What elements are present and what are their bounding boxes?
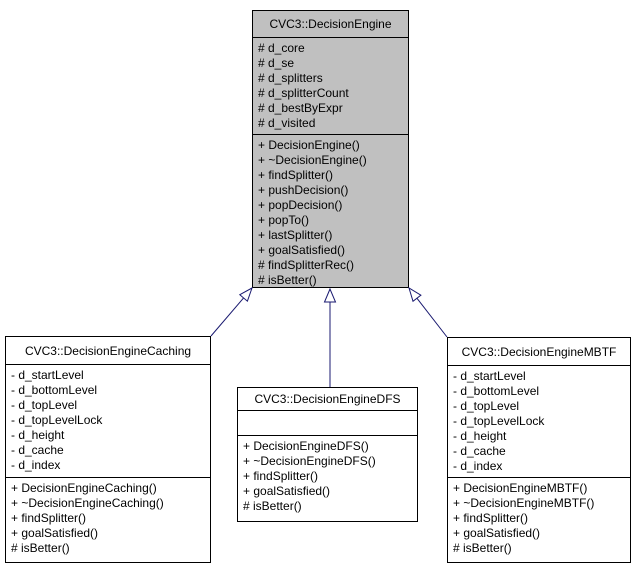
class-method: + popTo() [258, 213, 310, 227]
class-title[interactable]: CVC3::DecisionEngineCaching [24, 343, 192, 358]
class-attribute: - d_topLevel [11, 398, 78, 412]
class-attribute: - d_topLevel [453, 399, 520, 413]
class-title[interactable]: CVC3::DecisionEngineMBTF [461, 344, 617, 359]
class-attributes-compartment: # d_core # d_se # d_splitters # d_splitt… [253, 37, 408, 134]
class-attribute: - d_topLevelLock [453, 414, 545, 428]
class-method: # findSplitterRec() [258, 258, 355, 272]
class-attribute: - d_index [11, 458, 61, 472]
class-method: + pushDecision() [258, 183, 349, 197]
class-attribute: - d_bottomLevel [453, 384, 540, 398]
class-attribute: # d_bestByExpr [258, 101, 343, 115]
inheritance-arrow-mbtf [408, 286, 448, 338]
class-method: + goalSatisfied() [243, 484, 331, 498]
class-method: + ~DecisionEngineMBTF() [453, 496, 595, 510]
class-attribute: # d_splitterCount [258, 86, 349, 100]
class-methods-compartment: + DecisionEngineDFS() + ~DecisionEngineD… [238, 435, 417, 521]
class-attribute: - d_bottomLevel [11, 383, 98, 397]
class-attribute: - d_index [453, 459, 503, 473]
class-method: + DecisionEngineMBTF() [453, 481, 588, 495]
class-attribute: - d_topLevelLock [11, 413, 103, 427]
class-box-cvc3-decisionenginecaching[interactable]: CVC3::DecisionEngineCaching - d_startLev… [5, 336, 211, 563]
class-methods-compartment: + DecisionEngine() + ~DecisionEngine() +… [253, 134, 408, 287]
class-attribute: # d_core [258, 41, 305, 55]
class-method: + findSplitter() [11, 511, 87, 525]
class-method: # isBetter() [453, 541, 512, 555]
class-method: + popDecision() [258, 198, 343, 212]
inheritance-arrow-caching [210, 286, 253, 337]
class-method: + ~DecisionEngineCaching() [11, 496, 164, 510]
class-method: + findSplitter() [258, 168, 334, 182]
class-attributes-compartment [238, 410, 417, 435]
class-method: + goalSatisfied() [11, 526, 99, 540]
class-box-cvc3-decisionenginembtf[interactable]: CVC3::DecisionEngineMBTF - d_startLevel … [447, 337, 631, 563]
class-method: + goalSatisfied() [258, 243, 346, 257]
class-box-cvc3-decisionengine[interactable]: CVC3::DecisionEngine # d_core # d_se # d… [252, 10, 409, 288]
class-method: + DecisionEngineCaching() [11, 481, 157, 495]
class-method: + ~DecisionEngine() [258, 153, 367, 167]
class-attribute: # d_splitters [258, 71, 323, 85]
class-method: + lastSplitter() [258, 228, 333, 242]
class-method: # isBetter() [258, 273, 317, 287]
class-attributes-compartment: - d_startLevel - d_bottomLevel - d_topLe… [448, 365, 630, 477]
class-method: + findSplitter() [453, 511, 529, 525]
class-attribute: # d_visited [258, 116, 316, 130]
class-method: + findSplitter() [243, 469, 319, 483]
class-method: + ~DecisionEngineDFS() [243, 454, 376, 468]
class-box-cvc3-decisionenginedfs[interactable]: CVC3::DecisionEngineDFS + DecisionEngine… [237, 387, 418, 522]
class-method: # isBetter() [243, 499, 302, 513]
class-attribute: - d_height [11, 428, 65, 442]
class-attribute: - d_height [453, 429, 507, 443]
class-method: + DecisionEngineDFS() [243, 439, 369, 453]
class-method: # isBetter() [11, 541, 70, 555]
inheritance-arrow-dfs [323, 287, 337, 387]
class-attribute: - d_startLevel [11, 368, 84, 382]
class-attributes-compartment: - d_startLevel - d_bottomLevel - d_topLe… [6, 364, 210, 477]
class-title[interactable]: CVC3::DecisionEngineDFS [254, 392, 401, 406]
class-method: + goalSatisfied() [453, 526, 541, 540]
class-methods-compartment: + DecisionEngineMBTF() + ~DecisionEngine… [448, 477, 630, 562]
class-attribute: - d_startLevel [453, 369, 526, 383]
class-attribute: - d_cache [11, 443, 64, 457]
class-methods-compartment: + DecisionEngineCaching() + ~DecisionEng… [6, 477, 210, 562]
class-title[interactable]: CVC3::DecisionEngine [269, 17, 392, 31]
class-attribute: # d_se [258, 56, 295, 70]
class-attribute: - d_cache [453, 444, 506, 458]
class-method: + DecisionEngine() [258, 138, 360, 152]
